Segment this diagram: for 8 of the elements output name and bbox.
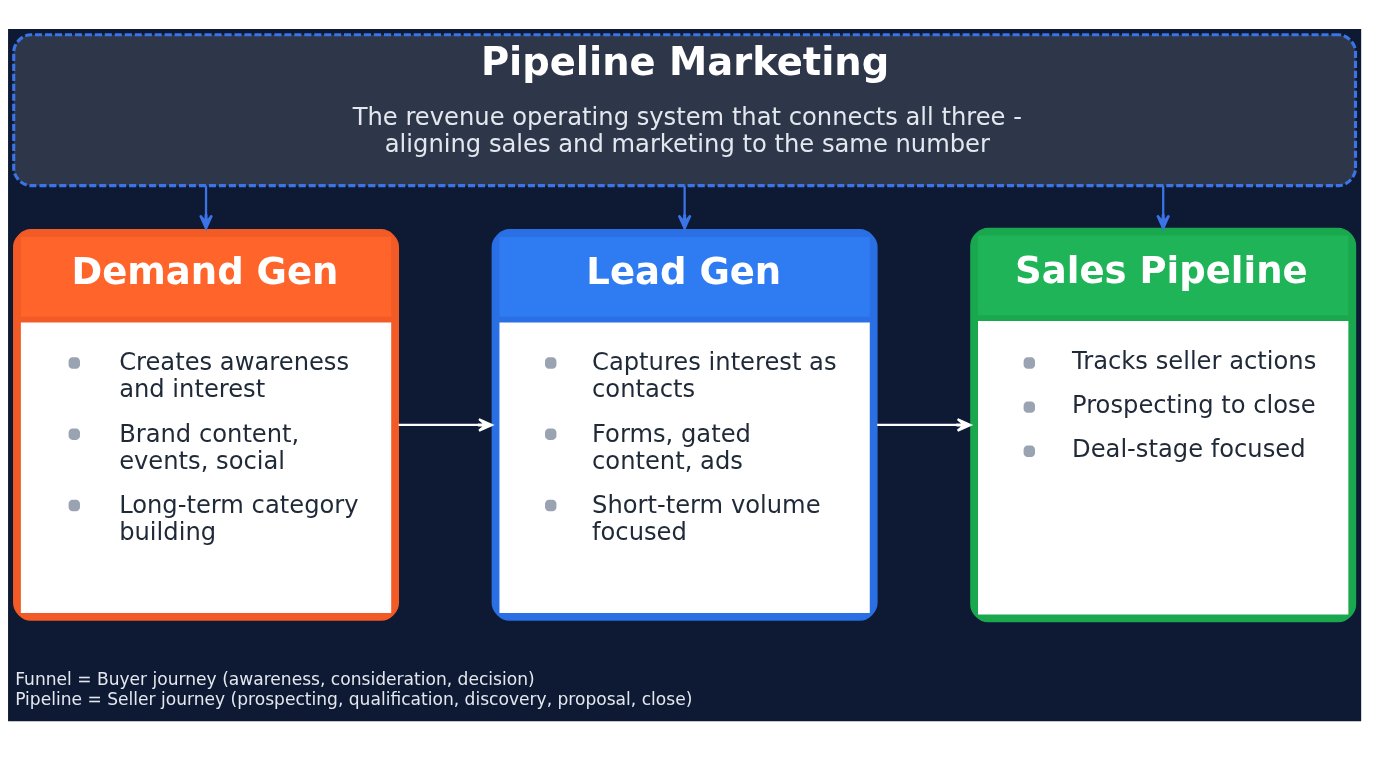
arrow bbox=[199, 185, 213, 230]
label: Pipeline = Seller journey (prospecting, qualification, discovery, proposal, close) bbox=[15, 689, 693, 709]
arrow bbox=[398, 418, 494, 432]
arrow bbox=[677, 185, 692, 230]
arrow bbox=[1156, 185, 1171, 230]
label: Funnel = Buyer journey (awareness, consideration, decision) bbox=[15, 669, 535, 690]
arrow bbox=[877, 418, 972, 432]
node-box: Pipeline Marketing The revenue operating system that connects all three - aligning sales and marketing to the same number bbox=[12, 33, 1358, 188]
